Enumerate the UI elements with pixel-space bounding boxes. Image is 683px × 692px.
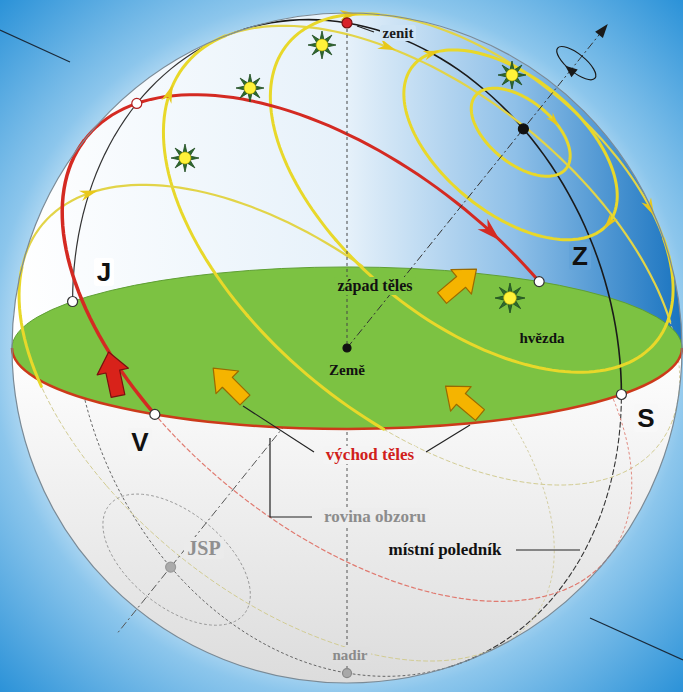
setting-label: západ těles: [334, 277, 415, 295]
compass-label: J: [94, 258, 114, 287]
star-core: [179, 152, 191, 164]
diurnal-circle: [379, 15, 664, 239]
star-core: [244, 82, 256, 94]
rotation-arrowhead: [562, 62, 578, 77]
celestial-equator: [155, 414, 610, 601]
direction-arrowhead: [641, 198, 659, 219]
rotation-ring: [552, 41, 601, 85]
plane-edge: [590, 618, 683, 660]
sky-hemisphere: [12, 13, 682, 429]
star-label: hvězda: [517, 330, 568, 347]
motion-arrow: [202, 357, 256, 411]
star-core: [504, 292, 517, 305]
celestial-equator: [62, 141, 155, 414]
south-pole-label: JSP: [184, 537, 223, 559]
star-spikes: [236, 74, 264, 102]
south-pole-circle: [103, 494, 250, 625]
compass-label: Z: [569, 242, 591, 271]
diurnal-circle: [471, 88, 570, 176]
sphere-outline: [12, 13, 682, 683]
star-core: [316, 39, 328, 51]
compass-point: [616, 389, 626, 399]
local-meridian: [73, 29, 245, 301]
diurnal-circle: [336, 239, 673, 372]
polar-axis: [347, 30, 603, 348]
leader-line: [243, 406, 314, 452]
direction-arrowhead: [546, 113, 561, 129]
celestial-equator: [84, 95, 539, 282]
star-core: [506, 69, 518, 81]
above-horizon-lines: [19, 9, 673, 430]
meridian-label: místní poledník: [386, 541, 505, 560]
north-pole-point: [518, 124, 528, 134]
axis-arrowhead: [595, 21, 612, 38]
meridian-crossing: [132, 98, 142, 108]
leader-line: [426, 425, 470, 452]
diurnal-circle: [22, 185, 362, 267]
nadir-label: nadir: [329, 647, 370, 664]
horizon-disc: [12, 267, 682, 429]
vertical-axis: [347, 23, 348, 348]
motion-arrow: [432, 257, 487, 310]
local-meridian: [244, 20, 621, 395]
diurnal-circle: [270, 14, 378, 240]
markers: [12, 13, 682, 683]
compass-label: V: [128, 428, 151, 457]
zenith-label: zenit: [380, 25, 417, 42]
direction-arrowhead: [423, 46, 441, 60]
star-spikes: [495, 283, 525, 313]
diurnal-circle: [247, 316, 383, 430]
local-meridian: [450, 394, 622, 666]
direction-arrowhead: [161, 83, 177, 104]
motion-arrow: [93, 349, 134, 400]
leader-line: [270, 438, 312, 517]
lower-hemisphere: [12, 13, 682, 683]
direction-arrowhead: [600, 213, 617, 231]
horizon-front-edge: [12, 348, 682, 429]
star-spikes: [171, 144, 199, 172]
earth-point: [343, 344, 351, 352]
leader-line: [357, 26, 374, 32]
diurnal-circle: [163, 36, 247, 316]
motion-arrow: [435, 374, 490, 427]
direction-arrowhead: [79, 185, 99, 201]
direction-arrowhead: [478, 219, 505, 246]
earth-label: Země: [326, 362, 368, 379]
compass-point: [68, 297, 78, 307]
horizon-plane-label: rovina obzoru: [321, 508, 429, 527]
compass-label: S: [634, 404, 657, 433]
nadir-point: [343, 669, 352, 678]
sphere-body: [12, 13, 682, 683]
compass-point: [534, 277, 544, 287]
rising-label: východ těles: [323, 446, 417, 465]
plane-edge: [0, 30, 70, 62]
direction-arrowhead: [377, 39, 398, 56]
star-spikes: [498, 61, 526, 89]
star-spikes: [308, 31, 336, 59]
leader-line: [516, 549, 580, 550]
zenith-point: [342, 18, 352, 28]
compass-point: [150, 409, 160, 419]
horizon-plane: [12, 267, 682, 429]
diurnal-circle: [19, 267, 41, 386]
south-pole-point: [166, 562, 176, 572]
